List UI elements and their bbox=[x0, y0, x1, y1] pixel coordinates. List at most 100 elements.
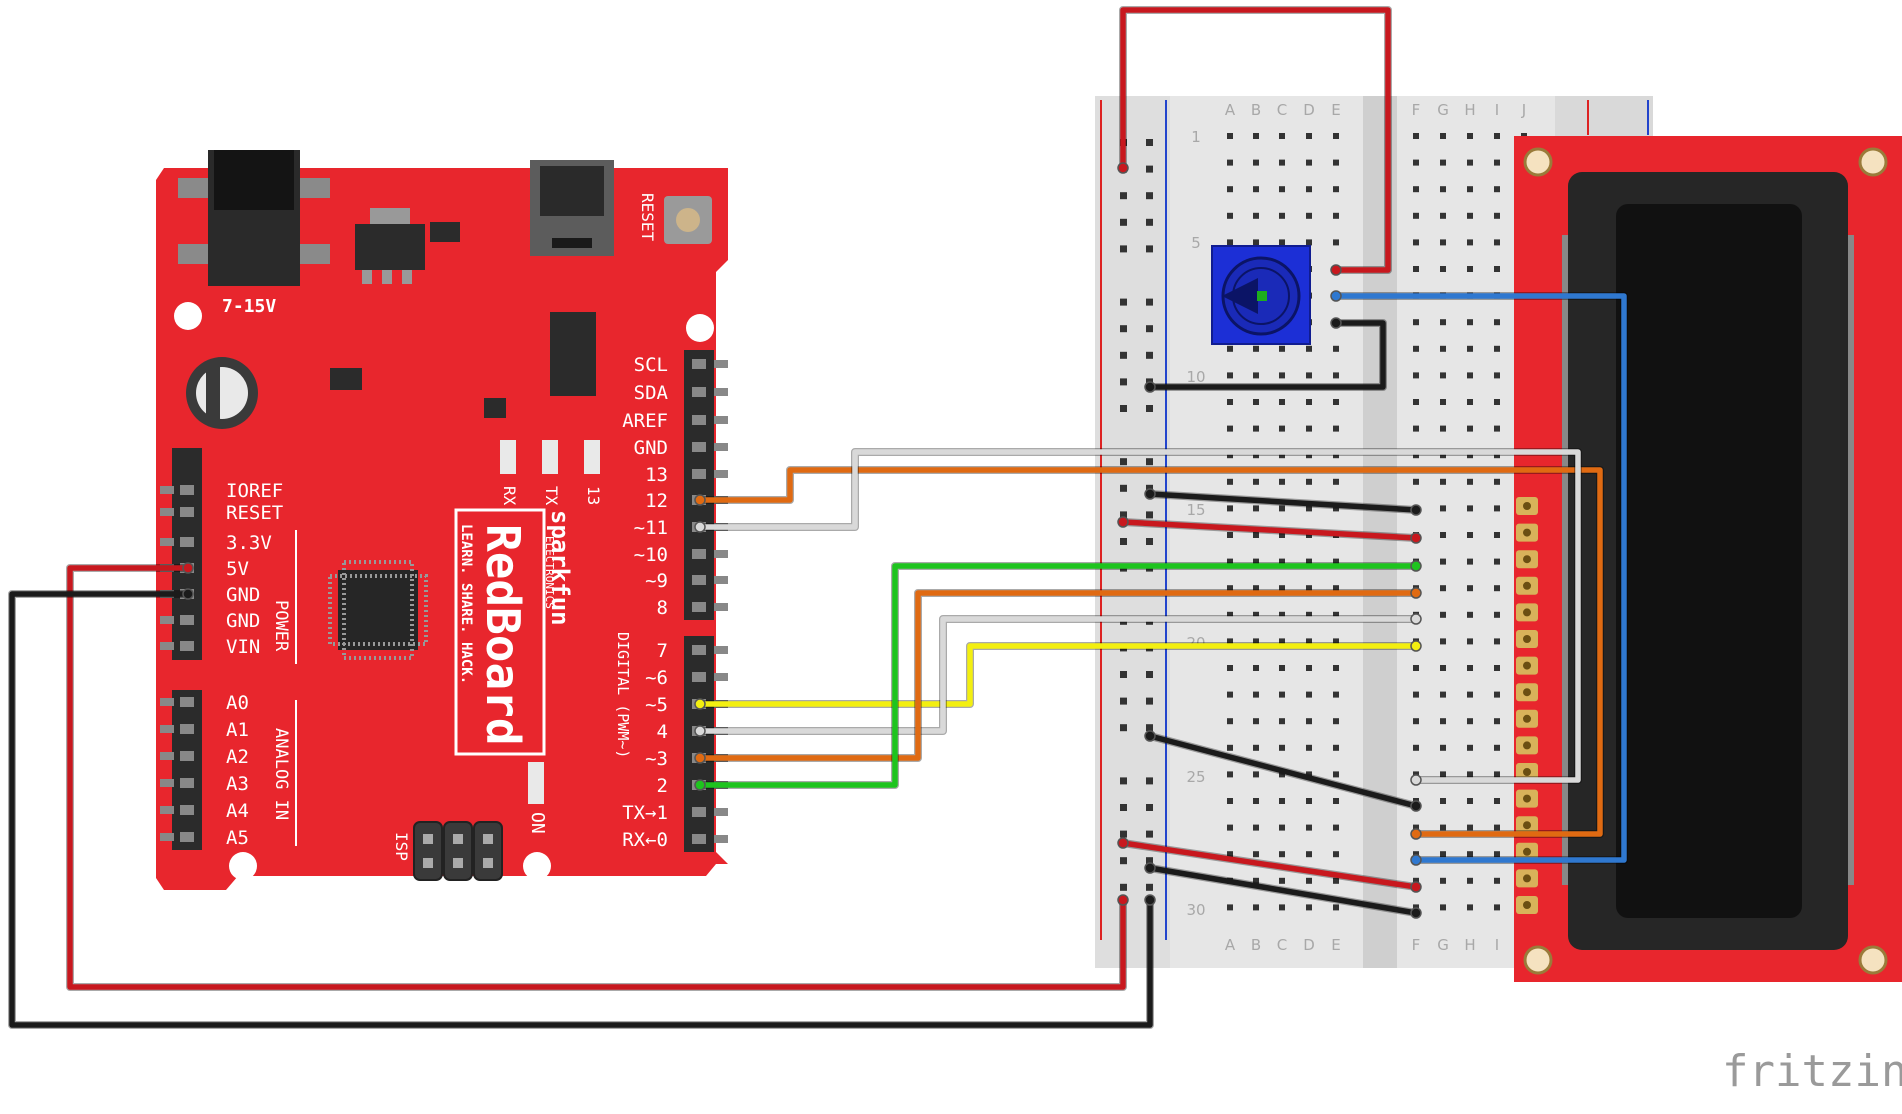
breadboard-hole bbox=[1306, 505, 1312, 512]
brand-sub: ELECTRONICS bbox=[543, 536, 556, 609]
power-header bbox=[172, 448, 202, 660]
breadboard-hole bbox=[1279, 133, 1285, 139]
lcd-header-pins bbox=[1516, 497, 1538, 914]
header-pin-lead bbox=[714, 576, 728, 584]
breadboard-hole bbox=[1333, 133, 1339, 139]
potentiometer-pin bbox=[1257, 291, 1267, 301]
digital-pin-label: AREF bbox=[622, 410, 668, 432]
column-label: J bbox=[1521, 101, 1526, 119]
power-pin-label: RESET bbox=[226, 502, 283, 524]
breadboard-center-channel bbox=[1363, 96, 1397, 968]
reset-button-cap[interactable] bbox=[676, 208, 700, 232]
breadboard-hole bbox=[1306, 239, 1312, 246]
breadboard-hole bbox=[1440, 558, 1446, 565]
header-pin-lead bbox=[160, 616, 174, 624]
tx-led-label: TX bbox=[542, 486, 561, 506]
rail-hole bbox=[1120, 405, 1127, 412]
breadboard-hole bbox=[1494, 452, 1500, 459]
breadboard-hole bbox=[1227, 718, 1233, 725]
power-pin-label: GND bbox=[226, 610, 260, 632]
breadboard-hole bbox=[1413, 345, 1419, 352]
breadboard-hole bbox=[1494, 665, 1500, 671]
breadboard-hole bbox=[1279, 877, 1285, 884]
digital-pin-label: 4 bbox=[657, 721, 668, 743]
breadboard-hole bbox=[1413, 744, 1419, 751]
usb-connector-face bbox=[540, 166, 604, 216]
potentiometer[interactable] bbox=[1211, 245, 1311, 345]
breadboard-hole bbox=[1279, 611, 1285, 618]
breadboard-hole bbox=[1413, 186, 1419, 193]
breadboard-hole bbox=[1227, 904, 1233, 911]
regulator-tab bbox=[370, 208, 410, 224]
header-pin-lead bbox=[160, 725, 174, 733]
breadboard-hole bbox=[1306, 399, 1312, 405]
breadboard-hole bbox=[1227, 851, 1233, 858]
breadboard-hole bbox=[1467, 851, 1473, 858]
rail-hole bbox=[1146, 245, 1153, 253]
column-label: B bbox=[1251, 936, 1261, 954]
digital-pin-label: 13 bbox=[645, 464, 668, 486]
breadboard-hole bbox=[1467, 399, 1473, 405]
breadboard-hole bbox=[1279, 718, 1285, 725]
breadboard-hole bbox=[1253, 399, 1259, 405]
rx-led bbox=[500, 440, 516, 474]
header-pin-lead bbox=[160, 508, 174, 516]
column-label: I bbox=[1495, 936, 1499, 954]
digital-header-lower bbox=[684, 636, 714, 852]
wire-end bbox=[694, 521, 706, 533]
analog-header bbox=[172, 690, 202, 850]
rail-hole bbox=[1120, 538, 1127, 545]
header-pin bbox=[692, 807, 706, 817]
breadboard-hole bbox=[1440, 638, 1446, 645]
breadboard-hole bbox=[1494, 505, 1500, 512]
wire-end bbox=[1410, 587, 1422, 599]
rail-hole bbox=[1146, 724, 1153, 732]
header-pin-lead bbox=[714, 470, 728, 478]
breadboard-hole bbox=[1413, 372, 1419, 379]
rail-hole bbox=[1120, 671, 1127, 678]
breadboard-hole bbox=[1306, 345, 1312, 352]
breadboard-hole bbox=[1306, 824, 1312, 831]
wire-end bbox=[1410, 828, 1422, 840]
redboard: 7-15V RESET RX bbox=[156, 150, 728, 890]
header-pin-lead bbox=[714, 835, 728, 843]
breadboard-hole bbox=[1227, 691, 1233, 698]
regulator-pin bbox=[382, 270, 392, 284]
breadboard-hole bbox=[1467, 691, 1473, 698]
rail-hole bbox=[1120, 218, 1127, 226]
breadboard-hole bbox=[1494, 186, 1500, 193]
breadboard-hole bbox=[1333, 744, 1339, 751]
breadboard-hole bbox=[1253, 798, 1259, 804]
breadboard-hole bbox=[1413, 452, 1419, 459]
analog-pin-label: A0 bbox=[226, 692, 249, 714]
breadboard-hole bbox=[1333, 212, 1339, 219]
usb-connector-slot bbox=[552, 238, 592, 248]
breadboard-hole bbox=[1306, 691, 1312, 698]
breadboard-hole bbox=[1253, 186, 1259, 193]
digital-pin-label: ~6 bbox=[645, 667, 668, 689]
lcd-mount-hole bbox=[1858, 147, 1888, 177]
wire-rail-gnd-1 bbox=[1147, 491, 1419, 513]
breadboard-hole bbox=[1227, 585, 1233, 592]
power-jack-tab bbox=[300, 178, 330, 198]
rail-hole bbox=[1120, 192, 1127, 200]
header-pin-lead bbox=[160, 486, 174, 494]
rx-led-label: RX bbox=[500, 486, 519, 506]
breadboard-hole bbox=[1279, 186, 1285, 193]
breadboard-hole bbox=[1467, 718, 1473, 725]
breadboard-hole bbox=[1333, 399, 1339, 405]
breadboard-hole bbox=[1440, 824, 1446, 831]
breadboard-hole bbox=[1440, 611, 1446, 618]
breadboard-hole bbox=[1494, 585, 1500, 592]
breadboard-hole bbox=[1494, 239, 1500, 246]
breadboard-hole bbox=[1467, 319, 1473, 326]
rail-hole bbox=[1146, 883, 1153, 891]
lcd-pin-hole bbox=[1523, 635, 1531, 643]
small-ic bbox=[430, 222, 460, 242]
breadboard-hole bbox=[1333, 877, 1339, 884]
breadboard-hole bbox=[1440, 877, 1446, 884]
breadboard-hole bbox=[1467, 186, 1473, 193]
breadboard-hole bbox=[1494, 558, 1500, 565]
